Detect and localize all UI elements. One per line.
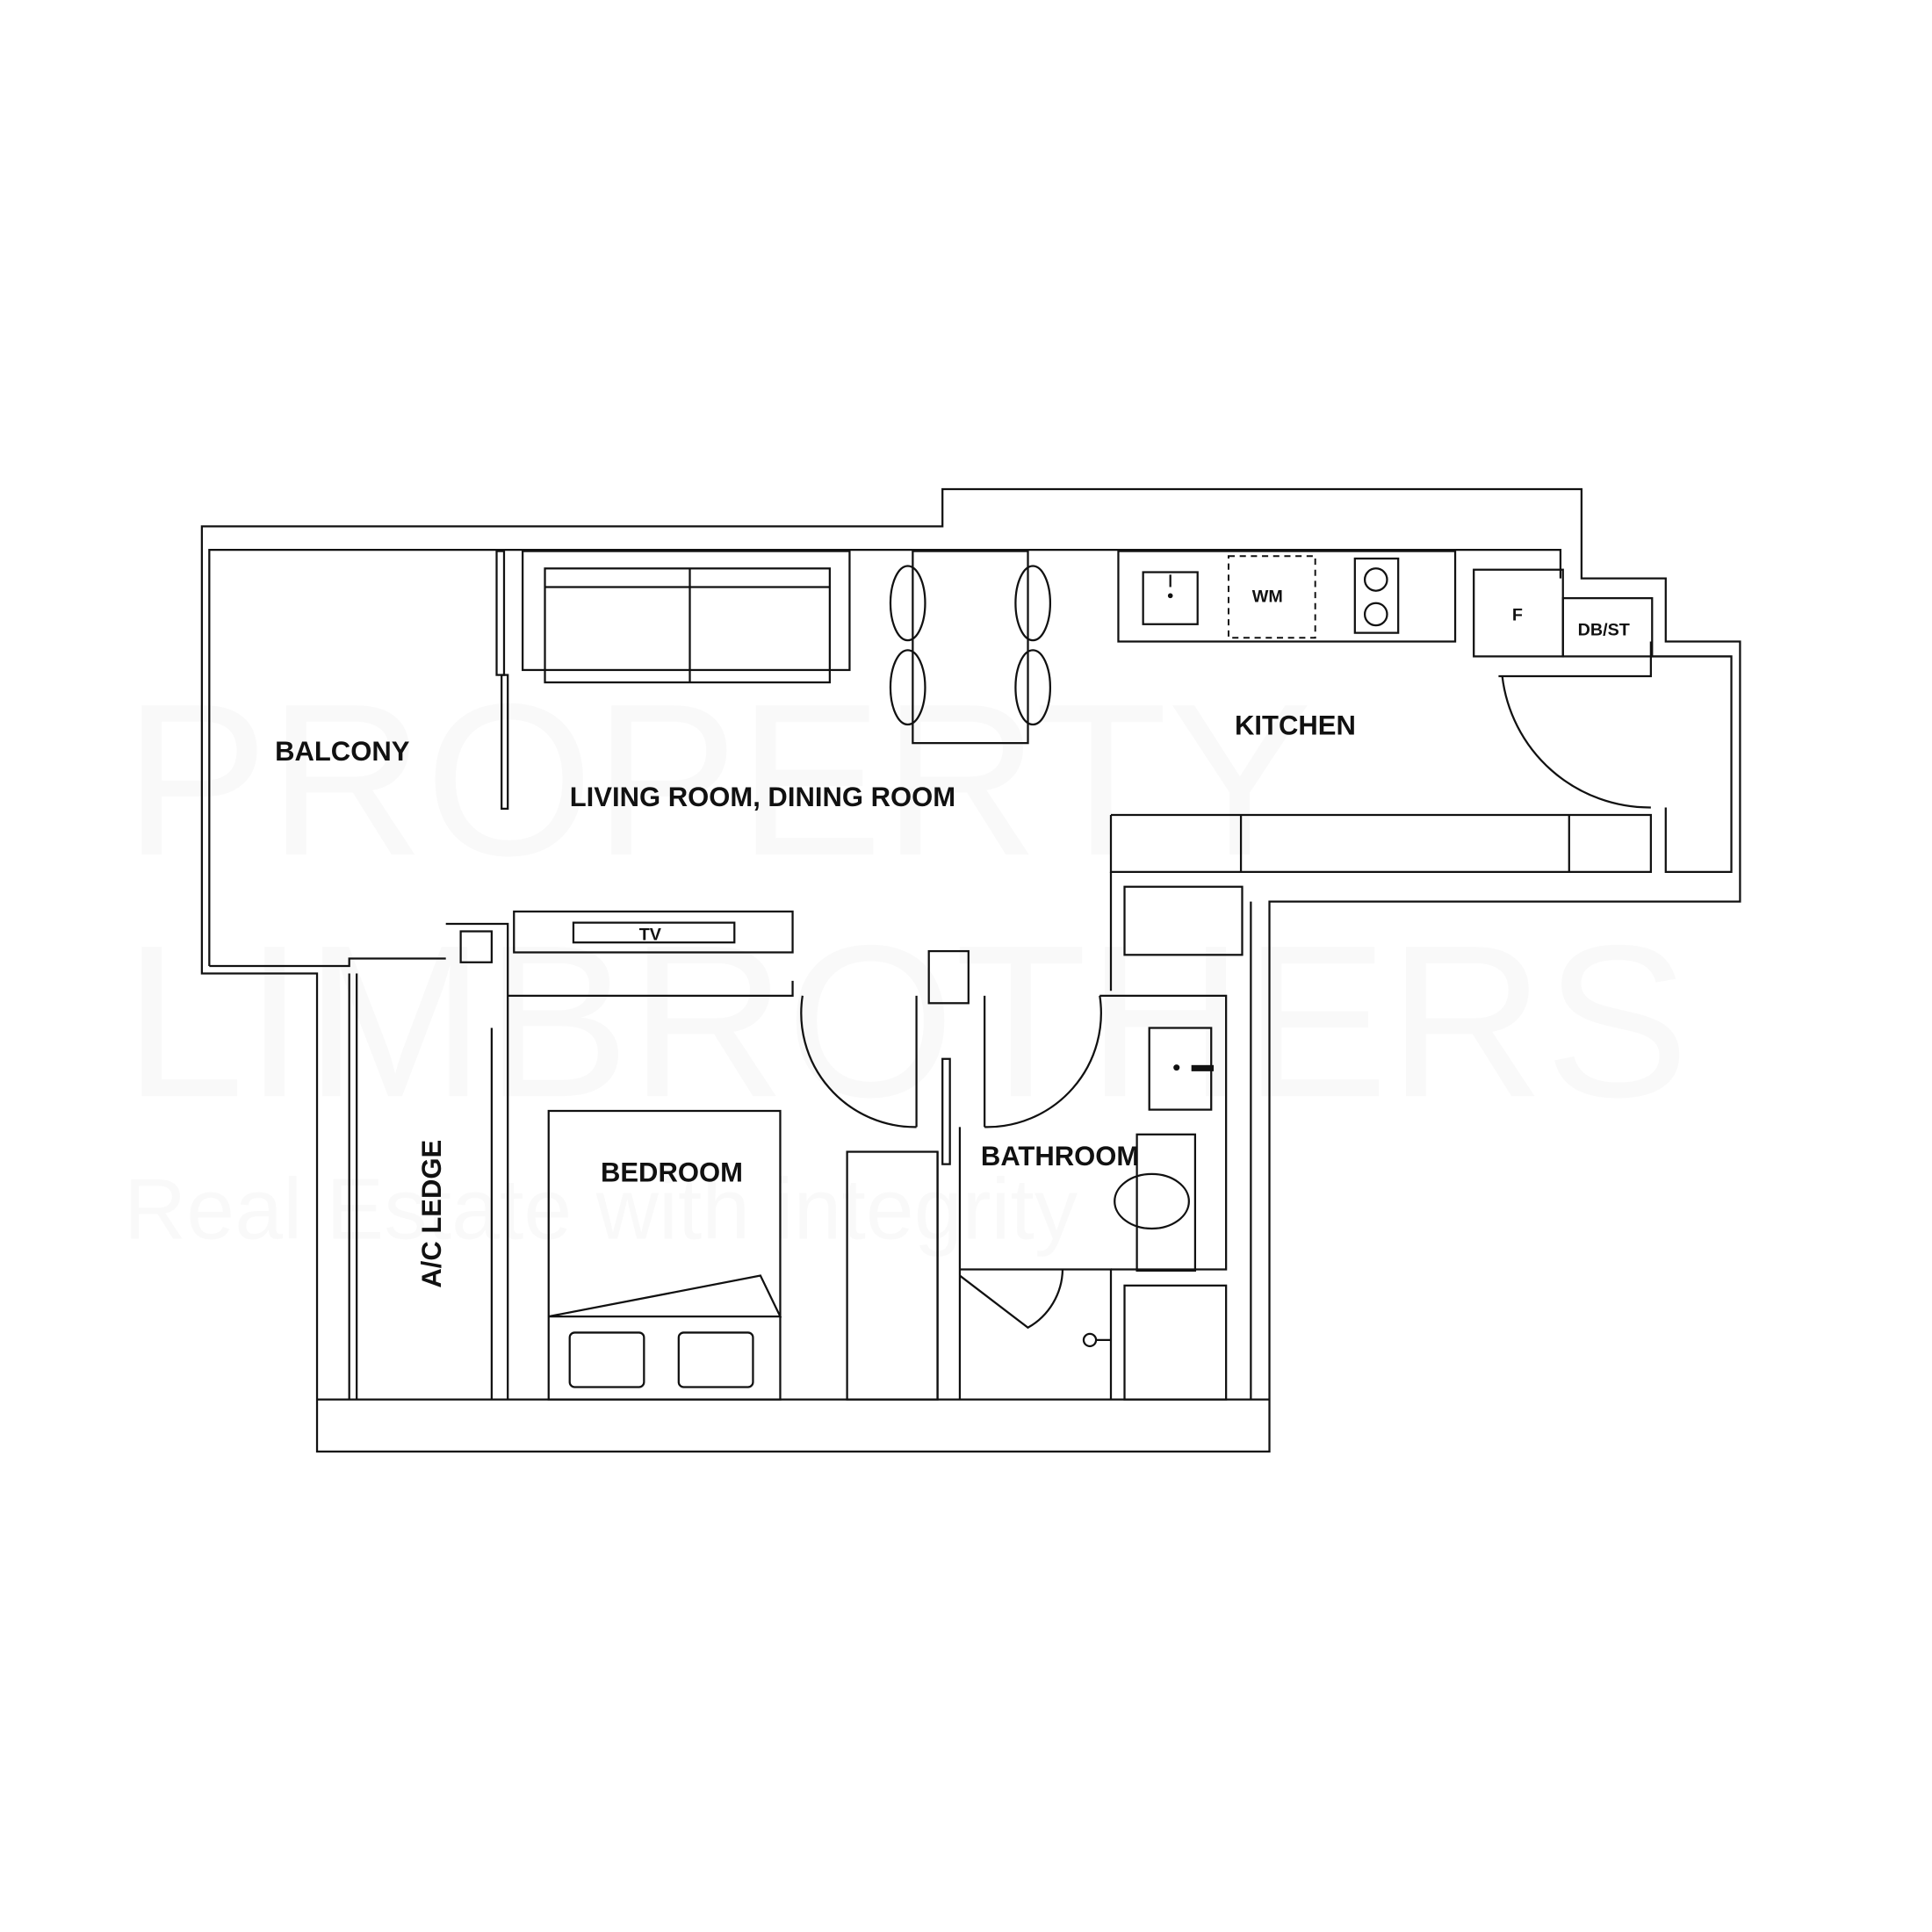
kitchen-counter: [1117, 550, 1457, 643]
label-ac-ledge: A/C LEDGE: [416, 1140, 447, 1288]
watermark-line1: PROPERTY: [124, 660, 1312, 901]
sofa-back: [522, 550, 851, 672]
label-fridge: F: [1512, 606, 1523, 625]
db-st: [1561, 597, 1654, 658]
label-balcony: BALCONY: [275, 736, 410, 767]
tv-console: [513, 910, 794, 954]
watermark-line2: LIMBROTHERS: [124, 901, 1690, 1143]
shower-top: [1123, 885, 1244, 956]
label-bedroom: BEDROOM: [601, 1157, 743, 1187]
label-wm: WM: [1252, 587, 1283, 606]
label-dbst: DB/ST: [1578, 620, 1630, 639]
label-bathroom: BATHROOM: [981, 1141, 1139, 1171]
label-living: LIVING ROOM, DINING ROOM: [570, 782, 955, 812]
wardrobe: [846, 1150, 939, 1401]
outer-walls: [200, 487, 1741, 1453]
tv: [572, 921, 736, 944]
ac-unit: [459, 930, 494, 963]
sofa: [544, 567, 831, 684]
shower: [1123, 1284, 1228, 1401]
washing-machine: [1227, 555, 1316, 639]
label-kitchen: KITCHEN: [1235, 710, 1356, 740]
room-labels: BALCONY LIVING ROOM, DINING ROOM KITCHEN…: [275, 587, 1630, 1287]
label-tv: TV: [639, 925, 662, 944]
doors: [495, 550, 1651, 1330]
toilet: [1114, 1172, 1190, 1230]
hob-icon: [1353, 557, 1400, 634]
bed: [547, 1109, 782, 1401]
dining-table: [912, 550, 1029, 745]
sink-icon: [1142, 571, 1199, 625]
furniture: [459, 550, 1654, 1401]
